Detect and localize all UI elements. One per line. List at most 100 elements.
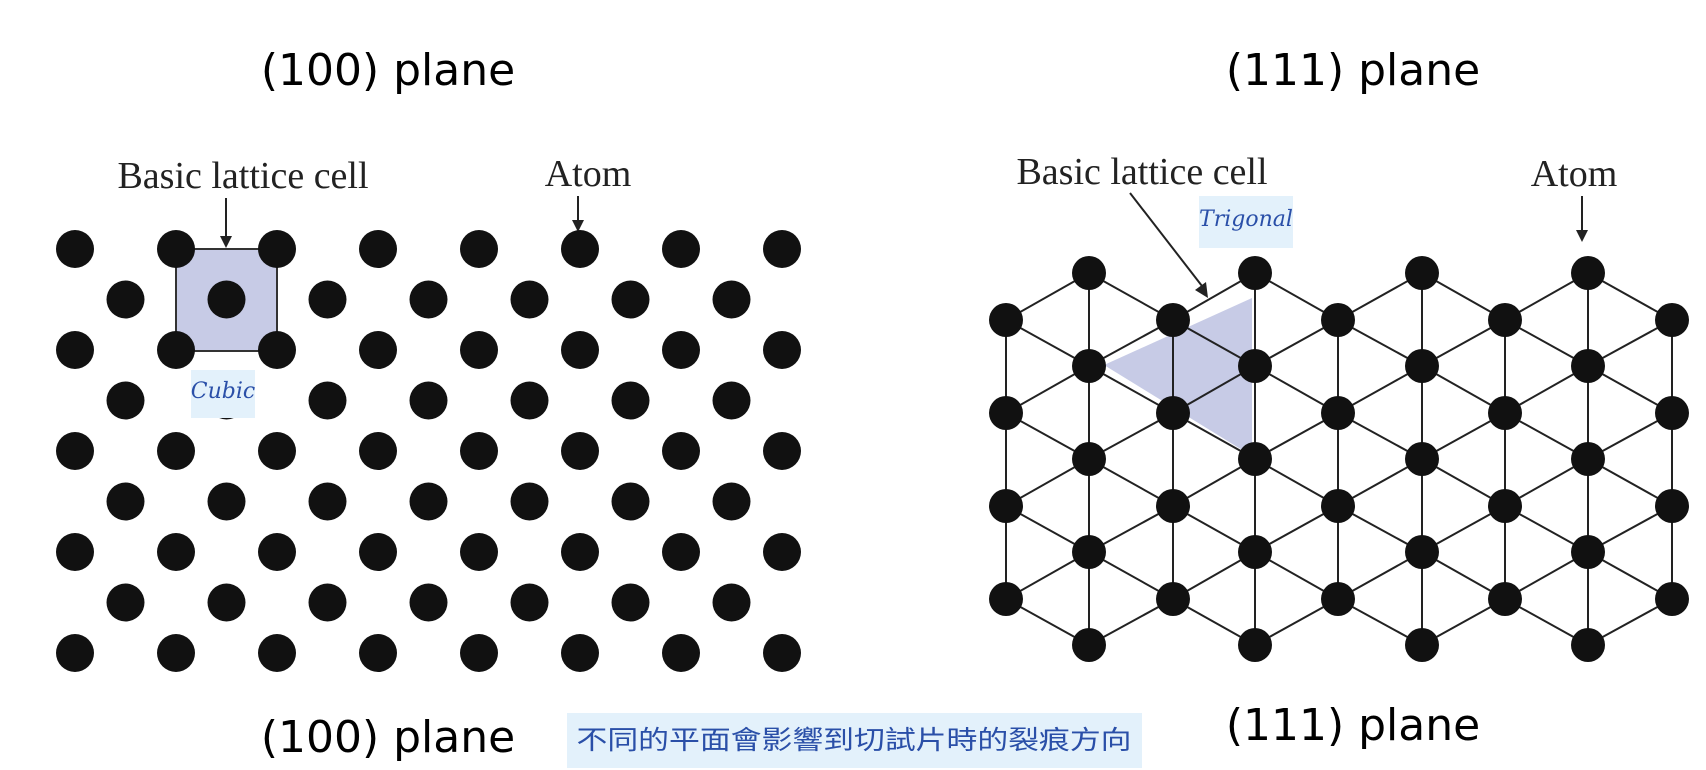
left-atom [561, 533, 599, 571]
left-atom [258, 432, 296, 470]
left-atom [561, 432, 599, 470]
left-atom [409, 482, 448, 521]
right-atom [1488, 303, 1522, 337]
right-atom [1321, 582, 1355, 616]
left-atom [308, 381, 347, 420]
left-atom [359, 533, 397, 571]
left-atom [258, 533, 296, 571]
right-cell-label: Basic lattice cell [1016, 151, 1267, 193]
footer-note-box [567, 713, 1142, 768]
left-cell-label: Basic lattice cell [117, 155, 368, 197]
right-cell-arrow-line [1129, 192, 1203, 287]
left-atom [56, 634, 94, 672]
left-atom [510, 280, 549, 319]
left-atom [359, 331, 397, 369]
right-atom [1655, 396, 1689, 430]
left-note-box [191, 370, 255, 418]
left-atom [611, 583, 650, 622]
left-atom [157, 331, 195, 369]
left-atom [662, 533, 700, 571]
right-atom [1238, 256, 1272, 290]
right-atom [1488, 396, 1522, 430]
right-atom-arrow-head [1576, 230, 1588, 242]
right-atom [989, 396, 1023, 430]
right-panel: (111) plane Basic lattice cell Atom Trig… [989, 45, 1689, 751]
left-atom [56, 230, 94, 268]
right-atom [1571, 349, 1605, 383]
right-atom [1156, 582, 1190, 616]
right-atom [1405, 349, 1439, 383]
right-atom-grid [989, 256, 1689, 662]
right-atom [1072, 256, 1106, 290]
right-atom [1238, 628, 1272, 662]
left-atom [258, 230, 296, 268]
right-atom [1072, 535, 1106, 569]
left-atom [207, 482, 246, 521]
left-atom [712, 280, 751, 319]
left-atom [258, 331, 296, 369]
left-atom [662, 634, 700, 672]
right-atom [1571, 442, 1605, 476]
left-atom [207, 280, 246, 319]
left-atom [561, 230, 599, 268]
left-atom [409, 280, 448, 319]
right-atom [1405, 256, 1439, 290]
right-atom [1321, 396, 1355, 430]
right-atom-label: Atom [1531, 153, 1618, 195]
right-cell-arrow-head [1195, 282, 1208, 298]
left-atom [157, 230, 195, 268]
left-atom [460, 432, 498, 470]
left-atom [712, 482, 751, 521]
footer-note: 不同的平面會影響到切試片時的裂痕方向 [577, 726, 1132, 756]
right-atom [1405, 628, 1439, 662]
left-atom [611, 482, 650, 521]
right-title-top: (111) plane [1226, 45, 1480, 96]
right-atom [1571, 535, 1605, 569]
right-atom [1156, 489, 1190, 523]
left-atom [157, 634, 195, 672]
left-atom [56, 432, 94, 470]
left-atom [763, 331, 801, 369]
right-title-bottom: (111) plane [1226, 700, 1480, 751]
right-atom [1072, 442, 1106, 476]
left-atom [510, 381, 549, 420]
right-atom [1238, 349, 1272, 383]
left-atom-label: Atom [545, 153, 632, 195]
left-atom [460, 634, 498, 672]
right-atom [1571, 628, 1605, 662]
right-atom [1655, 303, 1689, 337]
right-atom [1072, 628, 1106, 662]
left-atom [106, 280, 145, 319]
left-atom [308, 482, 347, 521]
right-atom [1238, 442, 1272, 476]
left-atom [106, 381, 145, 420]
left-title-bottom: (100) plane [261, 712, 515, 763]
left-atom [712, 381, 751, 420]
left-atom [611, 381, 650, 420]
left-atom [258, 634, 296, 672]
left-panel: (100) plane Basic lattice cell Atom Cubi… [56, 45, 801, 763]
right-atom [1321, 489, 1355, 523]
left-atom [561, 634, 599, 672]
left-atom [308, 280, 347, 319]
right-basic-cell [1104, 298, 1252, 456]
left-atom [56, 533, 94, 571]
right-atom [1655, 582, 1689, 616]
left-atom [510, 583, 549, 622]
left-atom [359, 230, 397, 268]
right-atom [1156, 396, 1190, 430]
right-atom [1156, 303, 1190, 337]
left-atom [106, 583, 145, 622]
left-atom [308, 583, 347, 622]
left-atom [56, 331, 94, 369]
left-atom [712, 583, 751, 622]
left-atom [763, 432, 801, 470]
right-atom [1488, 582, 1522, 616]
left-atom [409, 381, 448, 420]
right-atom [1488, 489, 1522, 523]
left-atom [611, 280, 650, 319]
right-atom [989, 303, 1023, 337]
left-atom-grid [56, 230, 801, 672]
left-atom [409, 583, 448, 622]
